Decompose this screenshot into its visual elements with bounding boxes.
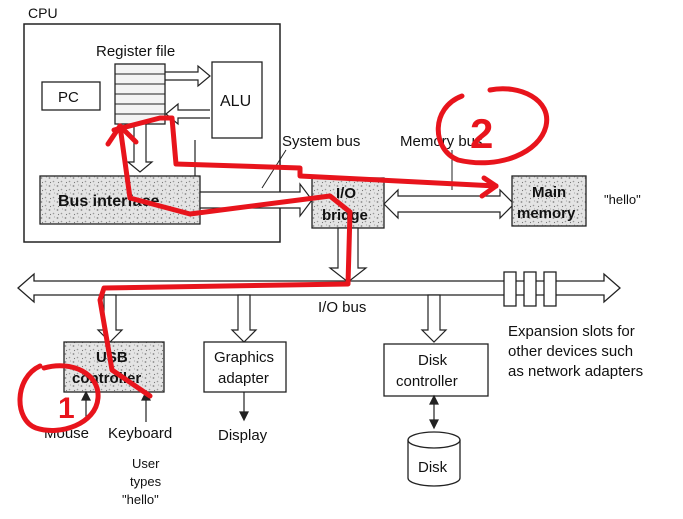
- alu-label: ALU: [220, 93, 251, 110]
- graphics-label-line2: adapter: [218, 370, 269, 387]
- io-bus-device-links: [96, 294, 448, 343]
- graphics-adapter: [203, 341, 287, 393]
- regfile-bus-interface-link: [126, 124, 196, 176]
- user-label-line2: types: [130, 474, 162, 489]
- red-annotation-path: [97, 115, 499, 399]
- disk-controller-label-line1: Disk: [418, 352, 448, 369]
- disk-label: Disk: [418, 459, 448, 476]
- main-memory-label-line2: memory: [517, 205, 576, 222]
- register-file: [114, 63, 166, 125]
- memory-bus: [383, 188, 515, 220]
- step-2-label: 2: [470, 110, 493, 157]
- io-bus-label: I/O bus: [318, 299, 366, 316]
- display-label: Display: [218, 427, 268, 444]
- expansion-label-line1: Expansion slots for: [508, 323, 635, 340]
- step-1-annotation: [17, 363, 101, 433]
- io-bridge-label-line2: bridge: [322, 207, 368, 224]
- disk-link: [429, 394, 439, 430]
- io-bus: [17, 272, 621, 304]
- step-1-label: 1: [58, 392, 75, 425]
- alu: [211, 61, 263, 139]
- step-2-annotation: [435, 86, 550, 166]
- input-arrows: [81, 390, 151, 422]
- expansion-label-line3: as network adapters: [508, 363, 643, 380]
- memory-hello-label: "hello": [604, 192, 641, 207]
- graphics-label-line1: Graphics: [214, 349, 274, 366]
- disk-controller: [383, 343, 489, 397]
- user-label-line3: "hello": [122, 492, 159, 507]
- display-arrow: [239, 392, 249, 422]
- pc-label: PC: [58, 89, 79, 106]
- main-memory-label-line1: Main: [532, 184, 566, 201]
- io-bridge-label-line1: I/O: [336, 185, 356, 202]
- register-file-label: Register file: [96, 43, 175, 60]
- system-bus-label: System bus: [282, 133, 360, 150]
- pc-register: [41, 81, 101, 111]
- expansion-slots: [503, 271, 557, 307]
- regfile-alu-arrows: [165, 64, 211, 126]
- disk: [407, 431, 461, 487]
- cpu-box: [23, 23, 281, 243]
- cpu-label: CPU: [28, 5, 58, 21]
- main-memory: [511, 175, 587, 227]
- keyboard-label: Keyboard: [108, 425, 172, 442]
- expansion-label-line2: other devices such: [508, 343, 633, 360]
- disk-controller-label-line2: controller: [396, 373, 458, 390]
- user-label-line1: User: [132, 456, 160, 471]
